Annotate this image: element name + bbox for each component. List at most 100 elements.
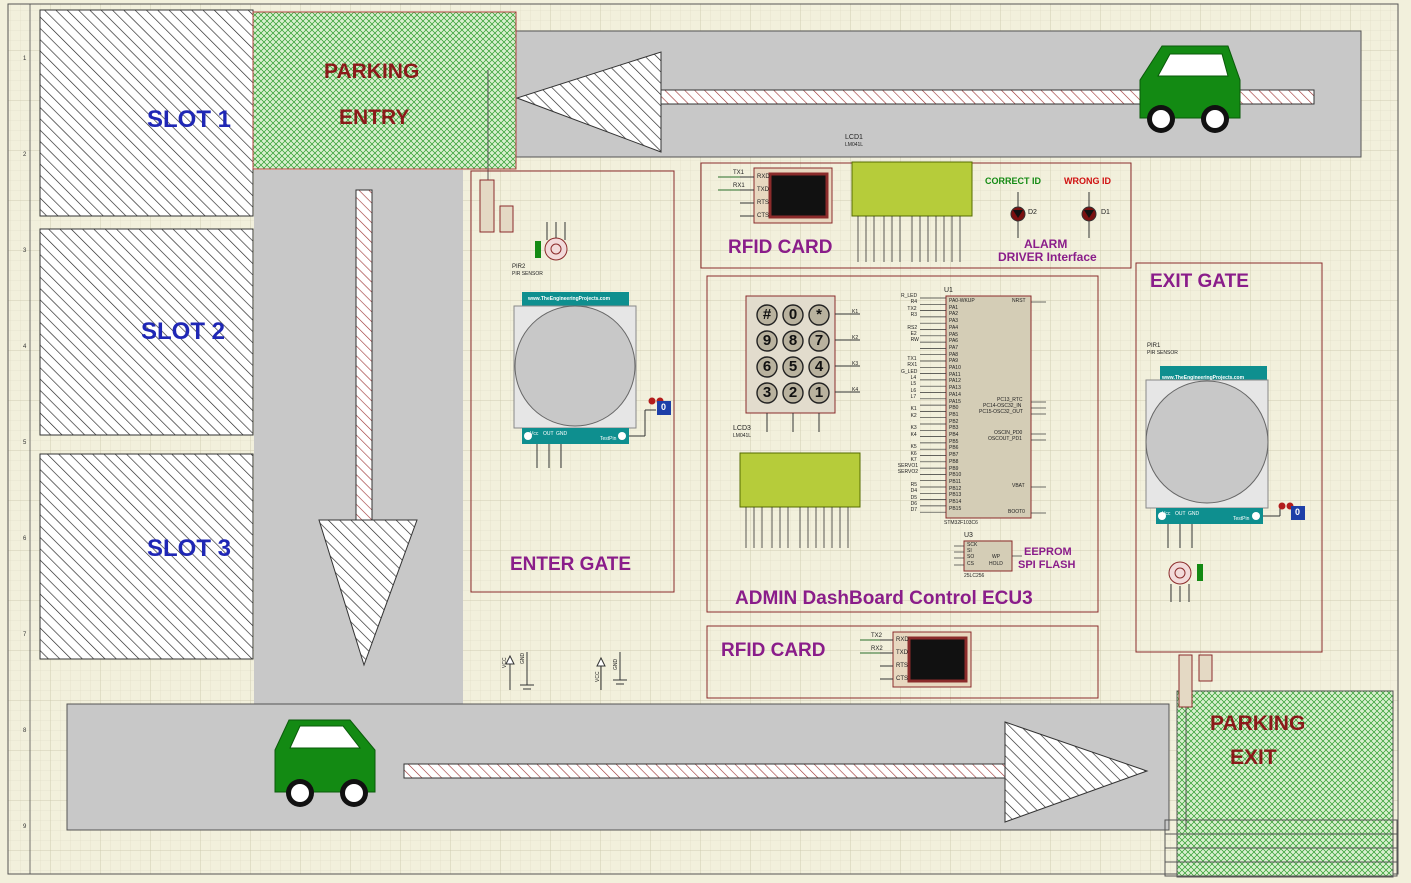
mcu-net-label: D4 [910, 488, 917, 495]
d2-ref: D2 [1028, 209, 1037, 216]
keypad-key [808, 382, 830, 404]
pir1-pin-vcc: Vcc [1162, 511, 1171, 517]
mcu-right-pin: BOOT0 [1008, 509, 1025, 515]
mcu-right-pin: OSCOUT_PD1 [988, 436, 1022, 442]
mcu-pin-label: PB3 [949, 425, 959, 432]
mcu-pin-label: PB13 [949, 492, 962, 499]
rfid-reader-top [718, 167, 833, 224]
mcu-pin-label: PA0-WKUP [949, 298, 975, 304]
power-symbols [505, 652, 627, 690]
keypad-key [808, 330, 830, 352]
mcu-net-label: L6 [910, 387, 917, 394]
eeprom-pin: SI [967, 548, 972, 554]
parking-exit-zone [1176, 690, 1394, 878]
logic-probe-enter [648, 397, 671, 415]
mcu-net-label: R4 [910, 299, 917, 306]
correct-id-label: CORRECT ID [985, 176, 1041, 186]
mcu-pin-label: PB11 [949, 478, 961, 485]
keypad-key [756, 304, 778, 326]
pir2-pin-out: OUT [543, 431, 554, 437]
mcu-pin-label: PA3 [949, 318, 959, 325]
mcu-pin-label: PA13 [949, 385, 961, 392]
svg-text:7: 7 [23, 632, 27, 638]
pir1-pin-gnd: GND [1188, 511, 1200, 517]
keypad-key-label: 3 [762, 384, 772, 401]
keypad [745, 295, 860, 432]
pir2-part: PIR SENSOR [512, 271, 543, 277]
svg-text:5: 5 [23, 440, 27, 446]
keypad-row-net: K3 [852, 361, 859, 367]
slot-3-label: SLOT 3 [147, 535, 232, 562]
wrong-id-label: WRONG ID [1064, 176, 1111, 186]
keypad-key-label: 8 [788, 332, 798, 349]
svg-text:2: 2 [23, 152, 27, 158]
eeprom-chip [954, 540, 1022, 572]
keypad-key [782, 356, 804, 378]
down-arrow [318, 189, 418, 667]
sheet-ruler: 123 456 789 [23, 56, 27, 830]
pir1-part: PIR SENSOR [1147, 350, 1178, 356]
eeprom-pin: SO [967, 554, 975, 560]
mcu-net-label: RS2 [907, 324, 918, 331]
mcu-pin-label: PB4 [949, 432, 959, 438]
pir2-ref: PIR2 [512, 264, 526, 270]
mcu-net-label: K4 [910, 431, 917, 438]
svg-text:9: 9 [23, 824, 27, 830]
mcu-net-label: L4 [910, 374, 917, 381]
mcu-pin-label: PB14 [949, 499, 962, 505]
rfid-top-pin: RXD [757, 174, 770, 180]
mcu-pin-label: PA2 [949, 311, 959, 318]
keypad-row-net: K1 [852, 309, 859, 315]
alarm-interface-label: DRIVER Interface [998, 250, 1097, 264]
mcu-net-label: TX1 [907, 356, 917, 362]
mcu-pin-label: PA9 [949, 358, 959, 365]
mcu-pin-label: PA10 [949, 365, 961, 371]
keypad-key-label: 1 [814, 384, 824, 401]
mcu-pin-label: PB7 [949, 452, 959, 459]
mcu-net-label: K7 [910, 456, 917, 463]
u1-ref: U1 [944, 287, 953, 294]
eeprom-pin: CS [967, 561, 974, 567]
rfid-bottom-pin: CTS [896, 676, 908, 682]
keypad-key [782, 304, 804, 326]
parking-slot-3 [39, 453, 254, 660]
led-red-icon [1081, 192, 1097, 238]
vcc-symbol-label: VCC [502, 657, 508, 668]
parking-exit-subtitle: EXIT [1230, 746, 1277, 769]
title-block [1164, 819, 1398, 877]
eeprom-pin: SCK [967, 542, 978, 548]
svg-text:8: 8 [23, 728, 27, 734]
mcu-pin-label: PA8 [949, 351, 959, 358]
u3-ref: U3 [964, 532, 973, 539]
mcu-right-pin: PC14-OSC32_IN [983, 403, 1022, 409]
mcu-net-label: SERVO1 [897, 463, 918, 470]
mcu-pin-label: PA14 [949, 391, 961, 398]
enter-gate-label: ENTER GATE [510, 554, 632, 575]
mcu-pin-label: PB15 [949, 505, 962, 512]
keypad-key-label: 5 [788, 358, 798, 375]
mcu-net-label: K2 [910, 412, 917, 419]
parking-entry-subtitle: ENTRY [339, 106, 410, 129]
mcu-pin-label: PB2 [949, 418, 959, 425]
mcu-right-pin: OSCIN_PD0 [994, 430, 1023, 436]
mcu-right-pin: VBAT [1012, 483, 1025, 489]
gnd-symbol-label-2: GND [613, 658, 619, 670]
mcu-net-label: D5 [910, 494, 917, 501]
mcu-pin-label: PB12 [949, 485, 962, 492]
keypad-row-net: K2 [852, 335, 859, 341]
mcu-net-label: K3 [910, 425, 917, 432]
mcu-pin-label: PA4 [949, 324, 959, 331]
mcu-net-label: R5 [910, 482, 917, 488]
keypad-key-label: 6 [762, 358, 772, 375]
keypad-key-label: 2 [788, 384, 798, 401]
mcu-net-label: RX1 [907, 362, 918, 369]
logic-probe-exit [1278, 502, 1305, 520]
mcu-net-label: TX2 [907, 305, 917, 312]
rfid-top-net: TX1 [733, 170, 745, 176]
admin-dashboard-label: ADMIN DashBoard Control ECU3 [735, 588, 1033, 609]
mcu-net-label: K6 [910, 450, 917, 457]
keypad-key [782, 330, 804, 352]
exit-arrow [403, 721, 1149, 823]
mcu-pin-label: PA5 [949, 331, 959, 338]
